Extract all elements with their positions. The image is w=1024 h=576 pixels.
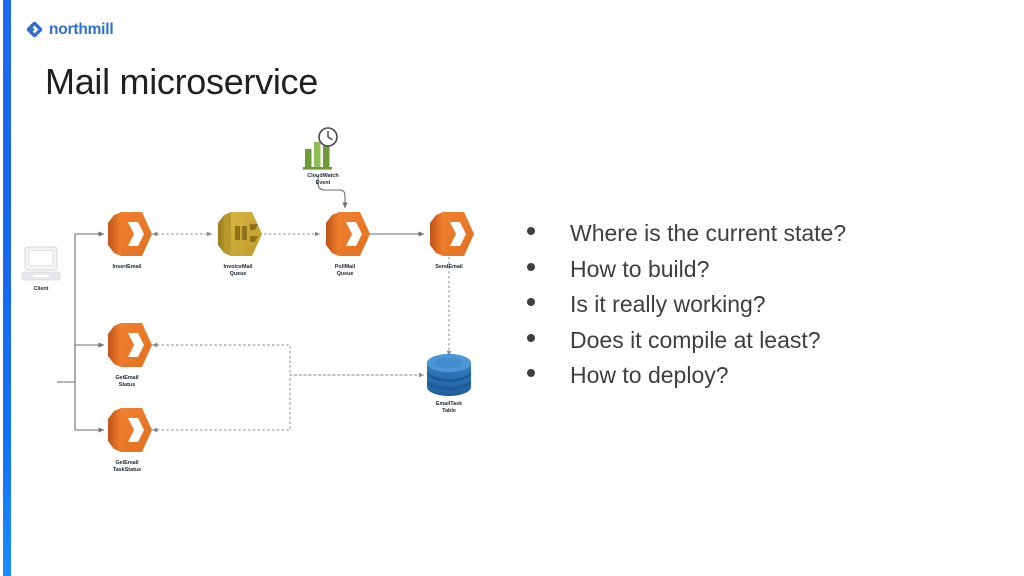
- left-accent-bar: [3, 0, 11, 576]
- client-computer-icon: [21, 246, 61, 281]
- node-send-email[interactable]: SendEmail: [430, 212, 474, 270]
- node-label: Queue: [230, 271, 247, 277]
- node-label: SendEmail: [435, 264, 463, 270]
- brand-name: northmill: [49, 20, 114, 38]
- lambda-icon: [108, 212, 152, 256]
- node-label: TaskStatus: [113, 467, 141, 473]
- dynamodb-table-icon: [427, 354, 471, 396]
- lambda-icon: [108, 408, 152, 452]
- node-label: GetEmail: [115, 460, 139, 466]
- node-label: Event: [316, 180, 331, 186]
- node-cloudwatch-event[interactable]: CloudWatch Event: [303, 127, 339, 186]
- architecture-diagram: Client CloudWatch Event: [0, 120, 512, 490]
- bullet-dot-icon: [527, 262, 535, 271]
- list-item: Is it really working?: [527, 293, 977, 316]
- node-label: Table: [442, 408, 456, 414]
- bullet-dot-icon: [527, 298, 535, 306]
- list-item: Where is the current state?: [527, 222, 977, 245]
- diamond-logo-icon: [26, 21, 43, 38]
- list-item: How to deploy?: [527, 364, 977, 387]
- node-label: Status: [119, 382, 135, 388]
- node-client[interactable]: Client: [21, 246, 61, 292]
- bullet-text: How to deploy?: [570, 362, 729, 388]
- page-title: Mail microservice: [45, 61, 318, 102]
- list-item: Does it compile at least?: [527, 326, 977, 353]
- node-label: Client: [34, 286, 49, 292]
- cloudwatch-event-icon: [303, 127, 338, 170]
- lambda-icon: [108, 323, 152, 367]
- edge-layer: [57, 176, 452, 433]
- bullet-text: Does it compile at least?: [570, 326, 821, 353]
- lambda-icon: [430, 212, 474, 256]
- edge-client-fanout: [57, 231, 105, 433]
- bullet-dot-icon: [527, 333, 535, 342]
- node-invoicemail-queue[interactable]: InvoiceMail Queue: [218, 212, 262, 277]
- bullet-text: How to build?: [570, 255, 710, 282]
- node-label: EmailTask: [436, 401, 462, 407]
- bullet-dot-icon: [527, 369, 535, 377]
- lambda-icon: [326, 212, 370, 256]
- sqs-queue-icon: [218, 212, 262, 256]
- node-label: CloudWatch: [307, 173, 338, 179]
- bullet-list: Where is the current state? How to build…: [527, 222, 977, 400]
- node-insert-email[interactable]: InsertEmail: [108, 212, 152, 270]
- bullet-text: Where is the current state?: [570, 220, 847, 246]
- node-label: Queue: [337, 271, 354, 277]
- node-label: InvoiceMail: [223, 264, 253, 270]
- brand-logo: northmill: [26, 21, 114, 38]
- bullet-dot-icon: [527, 227, 535, 235]
- node-pollmail-queue[interactable]: PollMail Queue: [326, 212, 370, 277]
- edge-getemailtaskstatus-to-table: [152, 374, 424, 431]
- node-emailtask-table[interactable]: EmailTask Table: [427, 354, 471, 414]
- node-label: PollMail: [335, 264, 356, 270]
- edge-cloudwatch-to-pollmail: [317, 176, 348, 209]
- node-label: GetEmail: [115, 375, 139, 381]
- node-label: InsertEmail: [112, 264, 142, 270]
- edge-getemailstatus-to-table: [152, 344, 425, 378]
- node-get-email-status[interactable]: GetEmail Status: [108, 323, 152, 388]
- node-get-email-task-status[interactable]: GetEmail TaskStatus: [108, 408, 152, 473]
- list-item: How to build?: [527, 255, 977, 282]
- bullet-text: Is it really working?: [570, 291, 766, 317]
